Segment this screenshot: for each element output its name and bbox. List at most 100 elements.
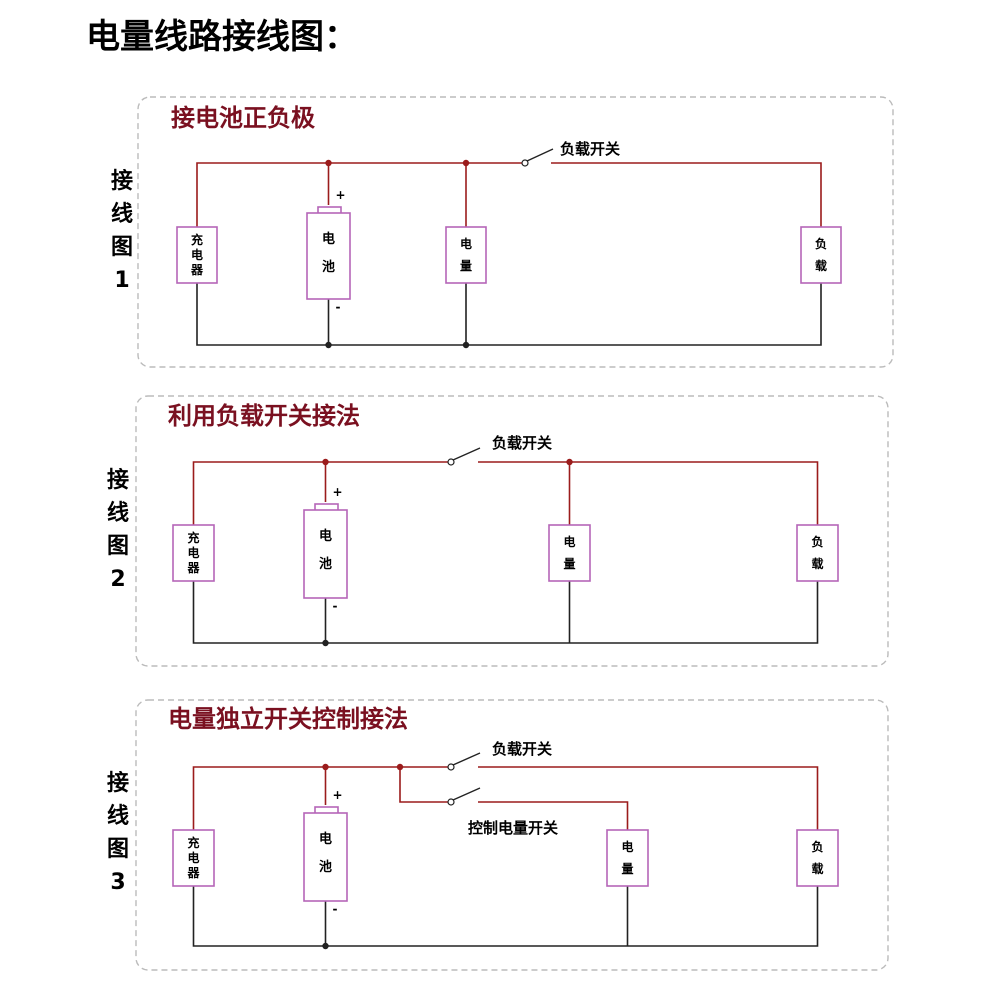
battery-label-char: 池 (322, 259, 335, 275)
side-label-char: 3 (110, 870, 125, 895)
charger-label-char: 电 (191, 247, 203, 262)
load-box (796, 524, 839, 582)
side-label-char: 接 (107, 468, 129, 493)
charger-box (172, 524, 215, 582)
ground-wire (196, 283, 822, 346)
charger-box (172, 829, 215, 887)
charger-label-char: 充 (187, 530, 199, 545)
meter-label-char: 电 (621, 839, 633, 854)
junction-dot (462, 341, 470, 349)
meter-label-char: 电 (460, 236, 472, 251)
load-label-char: 载 (815, 258, 827, 273)
load-switch-label: 负载开关 (492, 434, 552, 452)
load-label-char: 负 (815, 236, 827, 251)
battery-label-char: 电 (322, 231, 335, 247)
panel-heading: 电量独立开关控制接法 (168, 705, 408, 733)
load-label-char: 负 (811, 534, 823, 549)
load-wire (478, 766, 819, 830)
junction-dot (322, 458, 329, 466)
load-label-char: 负 (811, 839, 823, 854)
load-switch-label: 负载开关 (560, 140, 620, 158)
load-switch-contact (521, 159, 529, 167)
side-label-char: 1 (114, 268, 129, 293)
junction-dot (325, 159, 332, 167)
panel-frame (135, 395, 889, 667)
load-label-char: 载 (811, 861, 823, 876)
battery-minus: - (336, 300, 341, 314)
load-label-char: 载 (811, 556, 823, 571)
side-label-char: 线 (111, 201, 133, 227)
positive-wire (196, 162, 522, 227)
side-label-char: 图 (107, 534, 129, 559)
meter-label-char: 电 (563, 534, 575, 549)
side-label-char: 线 (107, 803, 129, 829)
charger-box (176, 226, 218, 284)
battery-box (303, 812, 348, 902)
charger-label-char: 充 (187, 835, 199, 850)
panel-heading: 利用负载开关接法 (168, 402, 360, 430)
side-label-char: 图 (111, 235, 133, 260)
ground-wire (192, 886, 819, 947)
meter-switch-contact (447, 798, 455, 806)
load-box (800, 226, 842, 284)
meter-branch-wire (399, 767, 448, 803)
charger-label-char: 器 (186, 561, 200, 575)
meter-label-char: 量 (460, 259, 472, 273)
side-label-char: 线 (107, 500, 129, 526)
side-label-char: 2 (110, 567, 125, 592)
load-switch-label: 负载开关 (492, 740, 552, 758)
battery-label-char: 池 (319, 859, 332, 875)
panel-heading: 接电池正负极 (171, 104, 315, 132)
charger-label-char: 充 (191, 232, 203, 247)
load-switch-blade (526, 148, 554, 162)
charger-label-char: 电 (187, 850, 199, 865)
meter-switch-blade (452, 787, 481, 801)
positive-wire (192, 461, 448, 525)
battery-plus: + (333, 485, 343, 499)
load-switch-blade (452, 447, 481, 461)
side-label-char: 接 (111, 169, 133, 194)
junction-dot (566, 458, 573, 466)
battery-label-char: 池 (319, 556, 332, 572)
battery-minus: - (333, 599, 338, 613)
battery-box (306, 212, 351, 300)
junction-dot (322, 942, 329, 950)
ground-wire (192, 581, 819, 644)
junction-dot (322, 763, 329, 771)
charger-label-char: 电 (187, 545, 199, 560)
load-switch-contact (447, 763, 455, 771)
battery-box (303, 509, 348, 599)
junction-dot (396, 763, 404, 771)
meter-switch-label: 控制电量开关 (468, 819, 558, 837)
load-wire (478, 461, 819, 525)
load-wire (551, 162, 822, 227)
side-label-char: 接 (107, 771, 129, 796)
side-label-char: 图 (107, 837, 129, 862)
charger-label-char: 器 (190, 263, 204, 277)
panel-frame (137, 96, 894, 368)
meter-box (606, 829, 649, 887)
battery-label-char: 电 (319, 528, 332, 544)
charger-label-char: 器 (186, 866, 200, 880)
battery-minus: - (333, 902, 338, 916)
junction-dot (462, 159, 470, 167)
battery-plus: + (336, 188, 346, 202)
battery-plus: + (333, 788, 343, 802)
load-box (796, 829, 839, 887)
load-switch-contact (447, 458, 455, 466)
load-switch-blade (452, 752, 481, 766)
panel-frame (135, 699, 889, 971)
meter-label-char: 量 (621, 862, 633, 876)
junction-dot (325, 341, 332, 349)
meter-box (548, 524, 591, 582)
meter-box (445, 226, 487, 284)
junction-dot (322, 639, 329, 647)
positive-wire (192, 766, 448, 830)
meter-label-char: 量 (563, 557, 575, 571)
meter-positive-wire (478, 801, 629, 830)
battery-label-char: 电 (319, 831, 332, 847)
